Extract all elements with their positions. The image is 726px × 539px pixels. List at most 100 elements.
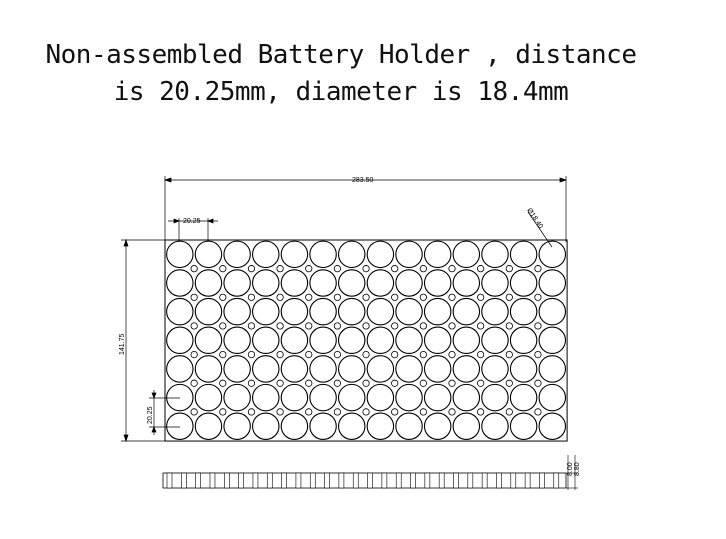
junction-hub	[219, 350, 227, 359]
cell-hole	[166, 326, 194, 355]
junction-hub	[190, 350, 198, 359]
junction-hub	[534, 265, 542, 273]
junction-hub	[305, 350, 313, 359]
cell-hole	[395, 326, 423, 355]
junction-hub	[276, 322, 284, 330]
cell-hole	[337, 355, 366, 383]
cell-hole	[194, 326, 223, 355]
profile-tooth	[381, 472, 388, 489]
cell-hole	[280, 412, 309, 440]
cell-hole	[337, 269, 366, 297]
profile-tooth	[266, 472, 273, 489]
profile-tooth	[367, 472, 373, 489]
profile-tooth	[524, 472, 531, 489]
cell-hole	[194, 355, 223, 383]
cell-hole	[538, 269, 567, 297]
profile-tooth	[410, 472, 416, 489]
profile-tooth	[209, 472, 216, 489]
junction-hub	[276, 350, 284, 359]
cell-hole	[337, 326, 366, 355]
junction-hub	[448, 293, 456, 301]
pitch-top-label: 20.25	[183, 218, 201, 225]
cell-hole	[194, 383, 223, 412]
cell-hole	[481, 355, 509, 383]
cell-hole	[194, 297, 223, 326]
junction-hub	[419, 293, 427, 301]
cell-hole	[423, 412, 452, 440]
cell-hole	[166, 269, 194, 297]
junction-hub	[190, 379, 198, 387]
profile-tooth	[438, 472, 445, 489]
cell-hole	[280, 355, 309, 383]
junction-hub	[448, 408, 456, 416]
profile-tooth	[496, 472, 502, 489]
junction-hub	[333, 322, 341, 330]
profile-tooth	[453, 472, 459, 489]
cell-hole	[395, 240, 423, 269]
cell-hole	[223, 412, 251, 440]
profile-height-dimension	[566, 455, 578, 490]
cell-hole	[538, 355, 567, 383]
junction-hub	[419, 265, 427, 273]
junction-hub	[419, 350, 427, 359]
title-line-2: is 20.25mm, diameter is 18.4mm	[113, 77, 569, 107]
profile-tooth	[338, 472, 345, 489]
cell-hole	[309, 412, 337, 440]
cell-hole	[280, 269, 309, 297]
junction-hub	[362, 408, 370, 416]
cell-hole	[366, 240, 395, 269]
cell-hole	[194, 269, 223, 297]
junction-hub	[534, 379, 542, 387]
junction-hub	[505, 408, 513, 416]
junction-hub	[505, 322, 513, 330]
cell-hole	[252, 297, 280, 326]
profile-tooth	[324, 472, 330, 489]
cell-hole	[538, 412, 567, 440]
cell-hole	[309, 269, 337, 297]
diameter-leader	[527, 211, 553, 248]
profile-tooth	[352, 472, 359, 489]
junction-hub	[219, 293, 227, 301]
cell-hole	[481, 383, 509, 412]
junction-hub	[362, 379, 370, 387]
junction-hub	[391, 408, 399, 416]
junction-hub	[276, 379, 284, 387]
junction-hub	[247, 293, 256, 301]
cell-hole	[223, 269, 251, 297]
overall-width-label: 283.50	[352, 177, 374, 184]
cell-hole	[366, 297, 395, 326]
junction-hub	[391, 265, 399, 273]
cell-hole	[509, 269, 538, 297]
junction-hub	[247, 379, 256, 387]
cell-hole	[252, 355, 280, 383]
cell-hole	[252, 383, 280, 412]
cell-hole	[223, 355, 251, 383]
cell-hole	[452, 326, 481, 355]
pitch-side-dimension	[149, 390, 180, 435]
cell-hole	[252, 240, 280, 269]
cell-hole	[366, 383, 395, 412]
cell-hole	[252, 412, 280, 440]
junction-hub	[333, 408, 341, 416]
profile-tooth	[309, 472, 316, 489]
junction-hub	[333, 265, 341, 273]
junction-hub	[362, 350, 370, 359]
profile-tooth	[467, 472, 474, 489]
cell-hole	[423, 269, 452, 297]
cell-hole	[166, 297, 194, 326]
cell-hole	[366, 355, 395, 383]
junction-hub	[477, 265, 485, 273]
profile-tooth	[195, 472, 201, 489]
overall-height-dimension	[121, 238, 166, 443]
profile-dim-2-label: 8.80	[574, 462, 581, 476]
junction-hub	[391, 379, 399, 387]
profile-tooth	[539, 472, 545, 489]
cell-hole	[337, 297, 366, 326]
pitch-top-dimension	[168, 218, 218, 242]
profile-tooth	[395, 472, 402, 489]
cell-hole	[337, 240, 366, 269]
diameter-label: Ø18.40	[525, 207, 544, 230]
cell-hole	[223, 240, 251, 269]
cell-hole	[252, 269, 280, 297]
